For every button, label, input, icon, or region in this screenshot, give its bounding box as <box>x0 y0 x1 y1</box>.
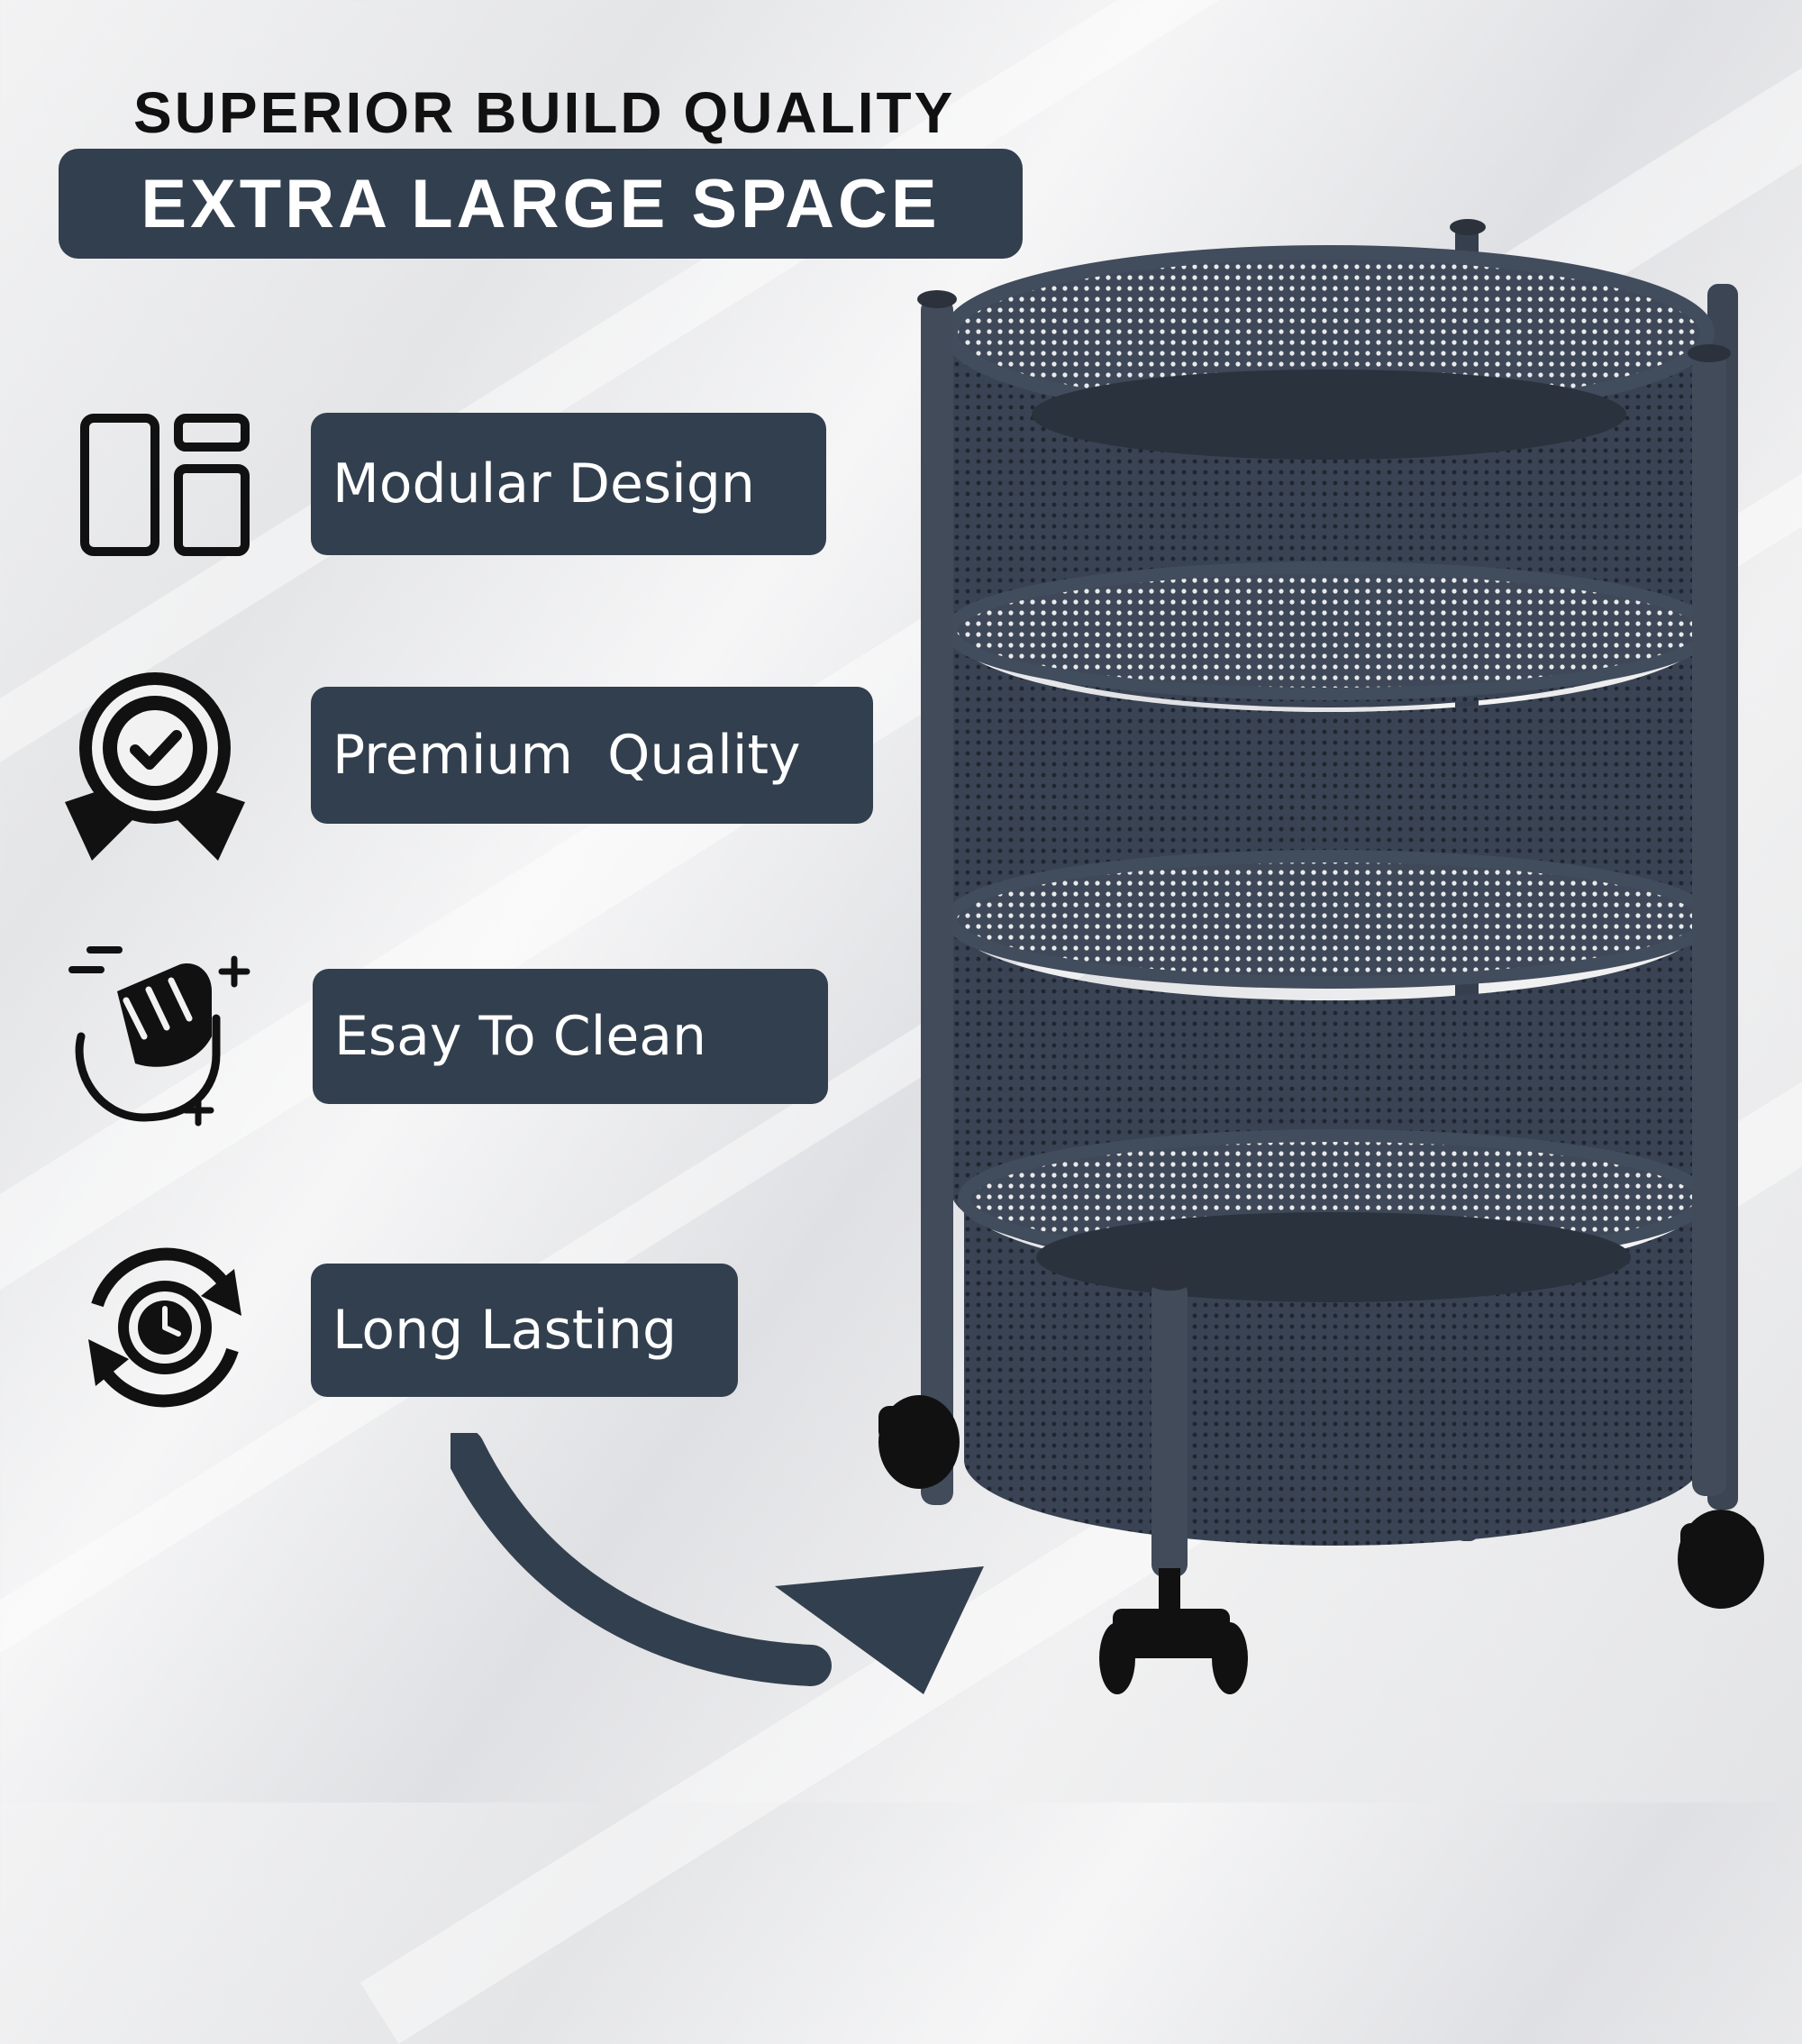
feature-label: Long Lasting <box>332 1299 678 1362</box>
clock-cycle-icon <box>70 1233 259 1422</box>
feature-pill-lasting: Long Lasting <box>311 1264 738 1397</box>
headline-subtitle: SUPERIOR BUILD QUALITY <box>133 80 956 145</box>
feature-label: Modular Design <box>332 452 755 516</box>
feature-pill-modular: Modular Design <box>311 413 826 555</box>
quality-badge-icon <box>56 667 254 865</box>
hand-wiping-icon <box>63 937 252 1127</box>
headline-banner: EXTRA LARGE SPACE <box>59 149 1023 259</box>
modular-layout-icon <box>79 413 250 557</box>
curved-arrow-icon <box>443 1428 991 1707</box>
feature-label: Premium Quality <box>332 724 801 787</box>
feature-pill-clean: Esay To Clean <box>313 969 828 1104</box>
banner-text: EXTRA LARGE SPACE <box>141 165 941 242</box>
feature-pill-quality: Premium Quality <box>311 687 873 824</box>
feature-label: Esay To Clean <box>334 1005 707 1068</box>
rotating-basket-trolley-image <box>865 207 1802 1707</box>
